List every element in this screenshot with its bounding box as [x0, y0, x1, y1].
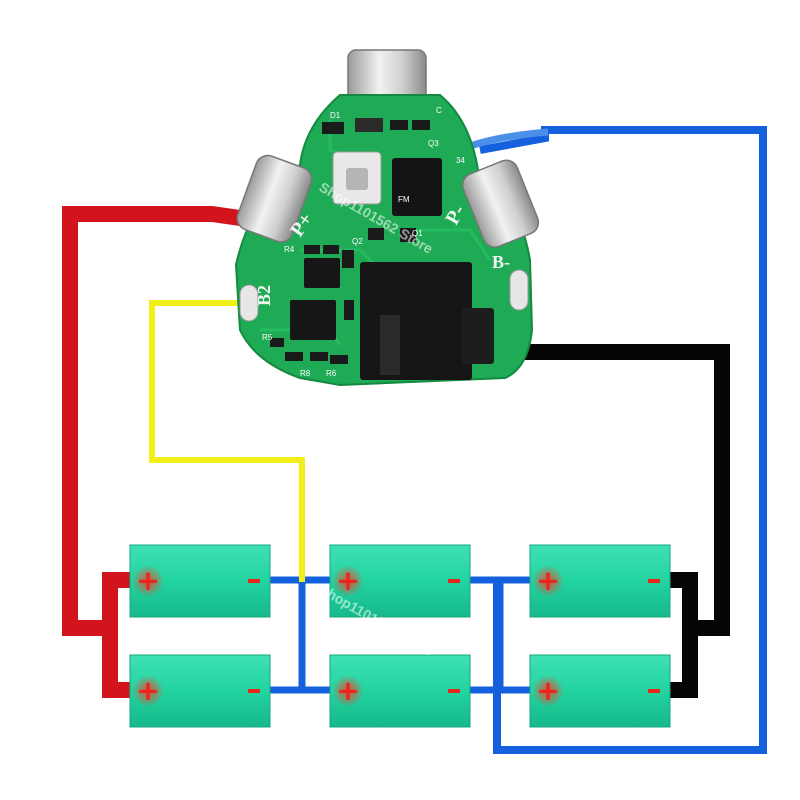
- black-wire: [520, 344, 730, 698]
- p-plus-terminal: [236, 154, 313, 243]
- pcb-white-component-core: [346, 168, 368, 190]
- battery-minus-symbol: [448, 689, 460, 693]
- label-r6: R6: [326, 369, 337, 378]
- battery-plus-glow: [132, 565, 164, 597]
- label-r4: R4: [284, 245, 295, 254]
- ic-chip-2: [304, 258, 340, 288]
- battery-cell: +: [329, 544, 471, 618]
- label-c: C: [436, 106, 442, 115]
- chip-marking: FM: [398, 195, 410, 204]
- battery-plus-symbol: +: [336, 564, 359, 597]
- battery-minus-symbol: [248, 689, 260, 693]
- yellow-wire: [149, 300, 305, 582]
- power-mosfet: [360, 262, 472, 380]
- smd-components: [270, 118, 430, 364]
- battery-plus-symbol: +: [136, 564, 159, 597]
- blue-link-1: [268, 576, 306, 694]
- label-d1: D1: [330, 111, 341, 120]
- diode: [462, 308, 494, 364]
- battery-cell: +: [129, 654, 271, 728]
- b-minus-pad: [509, 269, 529, 311]
- battery-plus-glow: [532, 675, 564, 707]
- blue-link-1b: [302, 576, 330, 694]
- label-q1: Q1: [412, 229, 423, 238]
- battery-plus-symbol: +: [536, 674, 559, 707]
- ic-chip: [290, 300, 336, 340]
- bms-pcb: FM P+ P- B2 B- D1 Q3 C 34 R4 Q1 Q2 R5 R8: [234, 49, 540, 387]
- label-r8: R8: [300, 369, 311, 378]
- battery-minus-symbol: [248, 579, 260, 583]
- battery-cell: +: [329, 654, 471, 728]
- battery-cell: +: [529, 544, 671, 618]
- label-q2: Q2: [352, 237, 363, 246]
- label-r5: R5: [262, 333, 273, 342]
- battery-minus-symbol: [448, 579, 460, 583]
- battery-cell: +: [129, 544, 271, 618]
- battery-plus-symbol: +: [536, 564, 559, 597]
- light-blue-wire-lead: [468, 128, 549, 150]
- battery-plus-glow: [132, 675, 164, 707]
- battery-minus-symbol: [648, 579, 660, 583]
- battery-minus-symbol: [648, 689, 660, 693]
- b2-pad: [239, 284, 259, 322]
- label-34: 34: [456, 156, 465, 165]
- label-q3: Q3: [428, 139, 439, 148]
- mosfet-chip-top: [392, 158, 442, 216]
- label-b-minus: B-: [492, 252, 510, 272]
- battery-plus-glow: [332, 675, 364, 707]
- blue-link-2: [465, 576, 530, 694]
- p-minus-terminal: [461, 159, 540, 248]
- red-wire: [62, 206, 242, 698]
- label-b2: B2: [254, 285, 274, 306]
- blue-wire-outer: [479, 126, 767, 754]
- battery-plus-symbol: +: [336, 674, 359, 707]
- battery-plus-glow: [332, 565, 364, 597]
- power-mosfet-tab: [380, 315, 400, 375]
- wires: [62, 126, 767, 754]
- battery-plus-glow: [532, 565, 564, 597]
- battery-cell: +: [529, 654, 671, 728]
- battery-cells: + + + + + +: [129, 544, 671, 728]
- battery-plus-symbol: +: [136, 674, 159, 707]
